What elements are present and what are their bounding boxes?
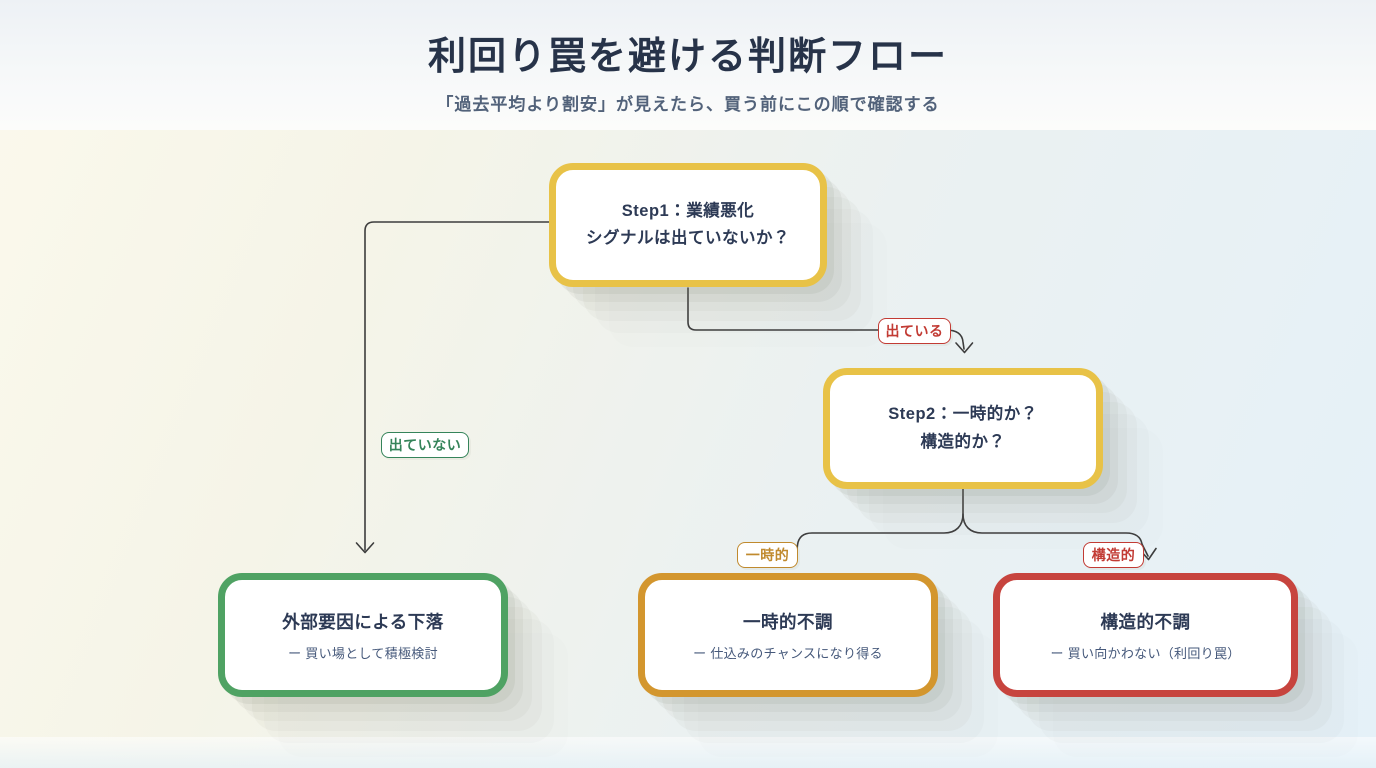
edge-step1-to-external — [364, 221, 550, 551]
node-step2-line2: 構造的か？ — [920, 432, 1006, 451]
outcome-temporary-title: 一時的不調 — [743, 611, 833, 632]
edge-step2-to-temporary — [795, 488, 964, 559]
edge-label-kouzouteki: 構造的 — [1083, 542, 1144, 568]
node-step1-line2: シグナルは出ていないか？ — [586, 229, 790, 247]
node-outcome-external: 外部要因による下落 ー 買い場として積極検討 — [218, 573, 508, 697]
outcome-external-note: ー 買い場として積極検討 — [288, 645, 438, 661]
edge-step2-to-structural — [962, 513, 1149, 557]
edge-label-ichijiteki: 一時的 — [737, 542, 798, 568]
header: 利回り罠を避ける判断フロー 「過去平均より割安」が見えたら、買う前にこの順で確認… — [0, 0, 1376, 130]
edge-label-deteinai: 出ていない — [381, 432, 469, 458]
outcome-structural-note: ー 買い向かわない（利回り罠） — [1050, 645, 1241, 661]
edge-step1-to-step2 — [687, 287, 965, 350]
node-outcome-temporary: 一時的不調 ー 仕込みのチャンスになり得る — [638, 573, 938, 697]
node-outcome-structural: 構造的不調 ー 買い向かわない（利回り罠） — [993, 573, 1298, 697]
arrowhead-step2-icon — [955, 342, 974, 354]
outcome-external-title: 外部要因による下落 — [282, 611, 444, 632]
outcome-structural-title: 構造的不調 — [1100, 611, 1191, 632]
node-step2-line1: Step2：一時的か？ — [888, 405, 1038, 424]
page-subtitle: 「過去平均より割安」が見えたら、買う前にこの順で確認する — [436, 94, 940, 114]
edge-label-deteiru: 出ている — [878, 318, 951, 344]
arrowhead-external-icon — [355, 542, 375, 554]
node-step2: Step2：一時的か？ 構造的か？ — [823, 368, 1103, 489]
page-title: 利回り罠を避ける判断フロー — [427, 36, 948, 78]
node-step1-line1: Step1：業績悪化 — [621, 201, 755, 220]
footer-band — [0, 737, 1376, 768]
node-step1: Step1：業績悪化 シグナルは出ていないか？ — [549, 163, 827, 287]
outcome-temporary-note: ー 仕込みのチャンスになり得る — [693, 645, 883, 661]
